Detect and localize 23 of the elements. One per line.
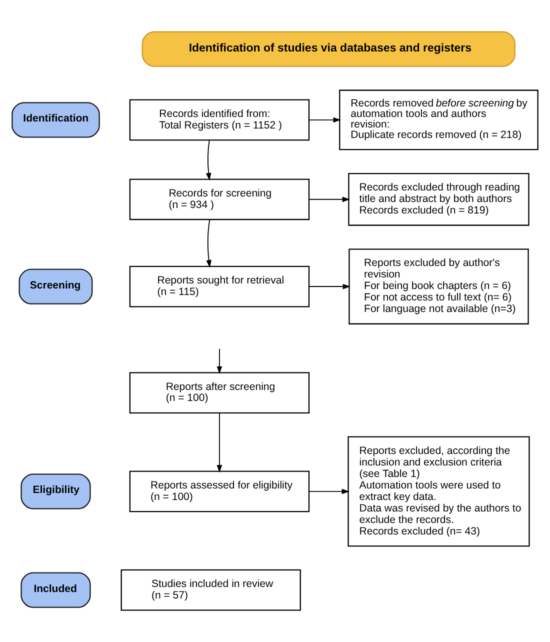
node-box: Records removed before screening by automation tools and authors revision: Duplicate records removed (n = 218)	[339, 90, 538, 150]
node-box: Reports assessed for eligibility (n = 100)	[129, 470, 310, 512]
node-box: Screening	[18, 268, 93, 304]
arrow	[216, 412, 222, 473]
arrow	[206, 219, 212, 268]
node-box: Reports after screening (n = 100)	[129, 372, 310, 414]
node-box: Included	[20, 572, 91, 608]
arrow	[308, 117, 341, 123]
node-box: Identification of studies via databases and registers	[142, 31, 516, 67]
node-box: Reports sought for retrieval (n = 115)	[129, 266, 310, 308]
node-box: Records identified from: Total Registers (n = 1152 )	[129, 99, 310, 141]
node-box: Reports excluded by author's revision For being book chapters (n = 6) For not access to full text (n= 6) For language not available (n=3)	[348, 248, 529, 324]
arrow	[308, 284, 351, 290]
node-box: Records excluded through reading title and abstract by both authors Records excluded (n = 819)	[348, 172, 530, 226]
node-box: Studies included in review (n = 57)	[120, 569, 301, 611]
node-box: Records for screening (n = 934 )	[129, 178, 310, 220]
node-box: Identification	[12, 102, 100, 138]
arrow	[206, 140, 212, 181]
node-box: Eligibility	[20, 474, 91, 510]
node-box: Reports excluded, according the inclusion and exclusion criteria (see Table 1) Automation tools were used to extract key data. Data was revised by the authors to exclude the records. Records excluded (n= 43)	[348, 436, 530, 547]
arrow	[216, 348, 222, 374]
arrow	[308, 196, 350, 202]
arrow	[308, 488, 350, 494]
